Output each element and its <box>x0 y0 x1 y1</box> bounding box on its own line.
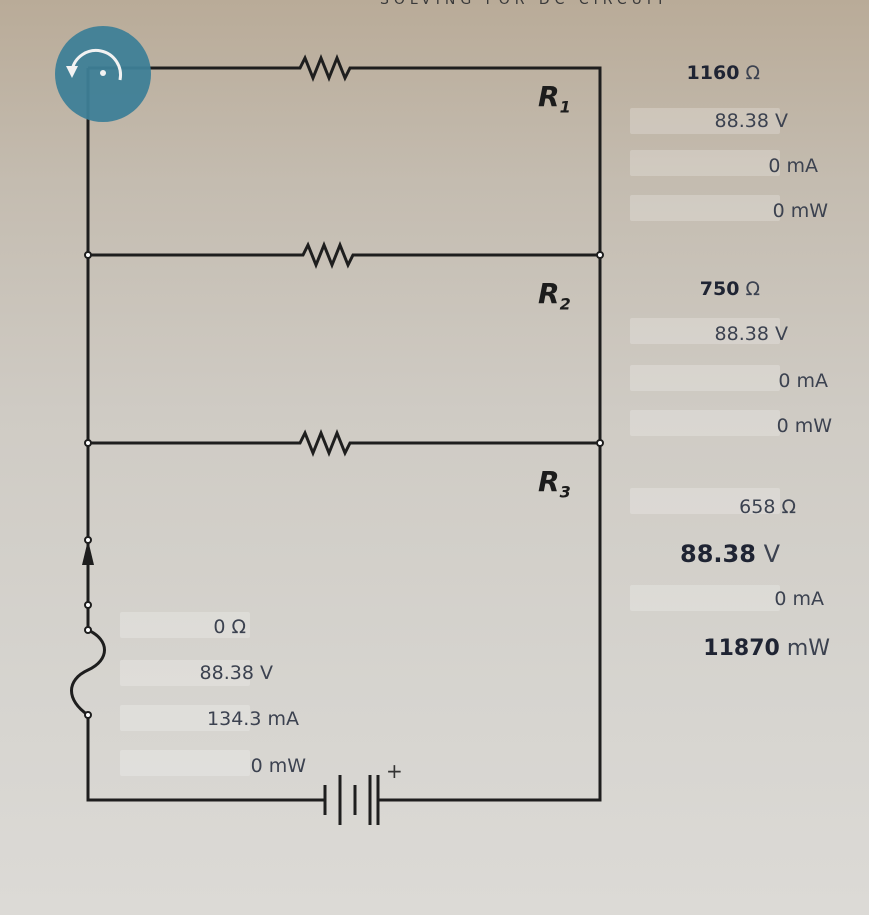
r1-voltage: 88.38 V <box>714 110 788 132</box>
battery-polarity: + <box>386 759 403 783</box>
r2-current: 0 mA <box>778 370 828 392</box>
r1-label: R1 <box>538 80 571 117</box>
current-arrow-icon <box>82 540 94 565</box>
wire-top <box>88 53 602 802</box>
source-voltage-field[interactable]: 88.38 V <box>199 662 273 684</box>
wire-r3 <box>88 428 600 458</box>
wire-r2 <box>88 240 600 270</box>
r3-current: 0 mA <box>774 588 824 610</box>
source-current: 134.3 mA <box>207 708 299 730</box>
wire-left <box>70 68 325 802</box>
r1-current: 0 mA <box>768 155 818 177</box>
r1-resistance-field[interactable]: 1160 Ω <box>686 62 760 84</box>
rotate-ccw-icon <box>70 49 122 81</box>
source-power: 0 mW <box>250 755 306 777</box>
battery-icon <box>323 775 380 825</box>
r3-label: R3 <box>538 465 571 502</box>
r3-power: 11870 mW <box>703 636 830 661</box>
page-header: SOLVING FOR DC CIRCUIT <box>380 0 670 8</box>
r2-voltage: 88.38 V <box>714 323 788 345</box>
r2-resistance-field[interactable]: 750 Ω <box>699 278 760 300</box>
r2-label: R2 <box>538 277 571 314</box>
r3-voltage: 88.38 V <box>680 540 780 568</box>
reset-button[interactable] <box>55 26 151 122</box>
r1-power: 0 mW <box>772 200 828 222</box>
source-resistance: 0 Ω <box>213 616 246 638</box>
r3-resistance-field[interactable]: 658 Ω <box>739 496 796 518</box>
r2-power: 0 mW <box>776 415 832 437</box>
